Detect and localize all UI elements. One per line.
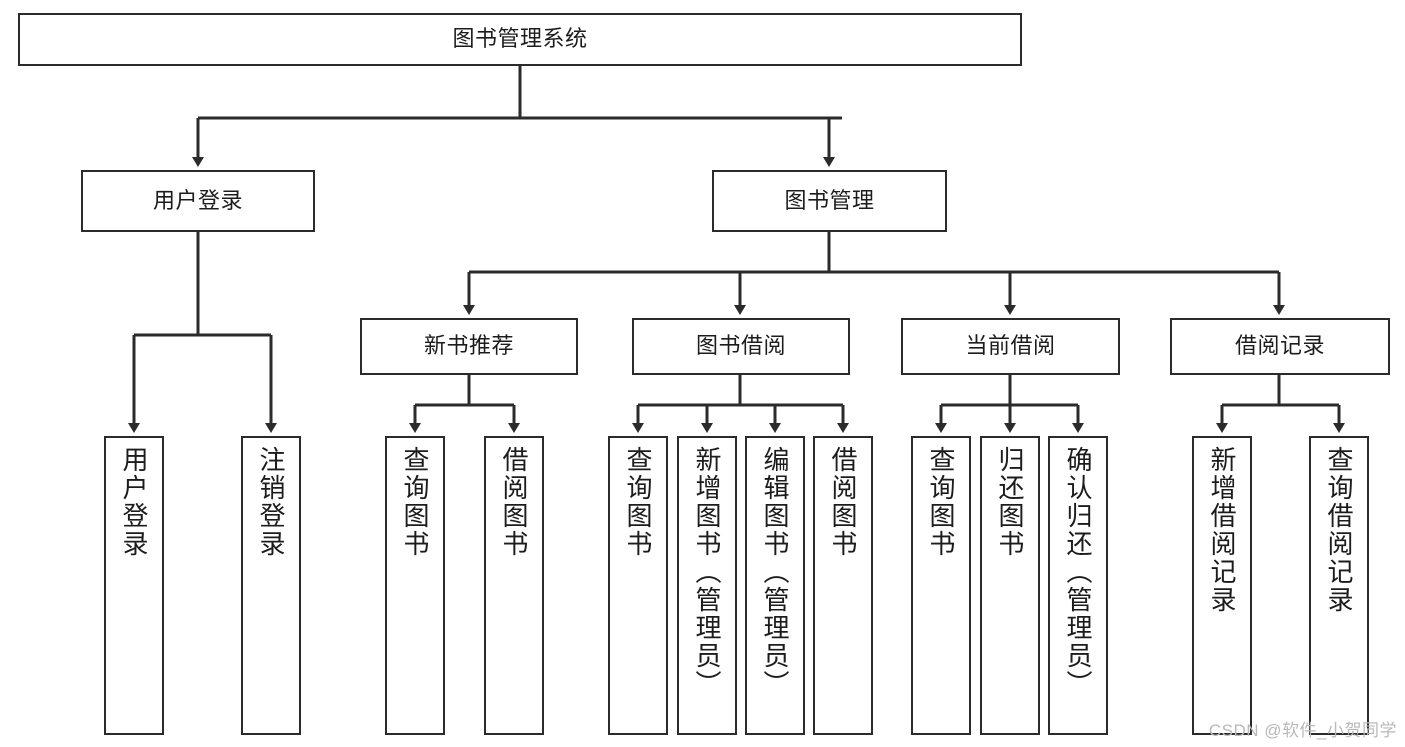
leaf-borrow-add-book[interactable]: 新增图书（管理员） — [677, 436, 737, 735]
node-user-login[interactable]: 用户登录 — [81, 170, 315, 232]
leaf-borrow-query-book[interactable]: 查询图书 — [608, 436, 668, 735]
leaf-current-confirm-return[interactable]: 确认归还（管理员） — [1048, 436, 1108, 735]
leaf-current-return-book[interactable]: 归还图书 — [980, 436, 1040, 735]
leaf-current-return-book-label: 归还图书 — [995, 446, 1025, 558]
csdn-watermark: CSDN @软件_小贺同学 — [1208, 721, 1397, 740]
leaf-new-book-borrow[interactable]: 借阅图书 — [484, 436, 544, 735]
leaf-logout-label: 注销登录 — [256, 446, 286, 558]
leaf-new-book-query-label: 查询图书 — [400, 446, 430, 558]
leaf-borrow-borrow-book-label: 借阅图书 — [828, 446, 858, 558]
leaf-record-add[interactable]: 新增借阅记录 — [1192, 436, 1252, 735]
leaf-record-add-label: 新增借阅记录 — [1207, 446, 1237, 614]
leaf-logout[interactable]: 注销登录 — [241, 436, 301, 735]
leaf-current-query-book[interactable]: 查询图书 — [911, 436, 971, 735]
node-current-borrow[interactable]: 当前借阅 — [901, 318, 1120, 375]
leaf-record-query[interactable]: 查询借阅记录 — [1309, 436, 1369, 735]
node-book-management-label: 图书管理 — [784, 187, 875, 213]
node-book-management[interactable]: 图书管理 — [712, 170, 947, 232]
leaf-new-book-borrow-label: 借阅图书 — [499, 446, 529, 558]
leaf-borrow-query-book-label: 查询图书 — [623, 446, 653, 558]
node-borrow-record-label: 借阅记录 — [1234, 333, 1325, 359]
node-root-label: 图书管理系统 — [452, 26, 588, 52]
node-new-book-recommend[interactable]: 新书推荐 — [360, 318, 578, 375]
node-new-book-recommend-label: 新书推荐 — [423, 333, 514, 359]
node-book-borrow-label: 图书借阅 — [695, 333, 786, 359]
node-root[interactable]: 图书管理系统 — [18, 13, 1022, 66]
leaf-new-book-query[interactable]: 查询图书 — [385, 436, 445, 735]
leaf-borrow-borrow-book[interactable]: 借阅图书 — [813, 436, 873, 735]
leaf-record-query-label: 查询借阅记录 — [1324, 446, 1354, 614]
leaf-borrow-edit-book-label: 编辑图书（管理员） — [760, 446, 790, 698]
node-current-borrow-label: 当前借阅 — [965, 333, 1056, 359]
leaf-borrow-edit-book[interactable]: 编辑图书（管理员） — [745, 436, 805, 735]
leaf-user-login-label: 用户登录 — [119, 446, 149, 558]
node-borrow-record[interactable]: 借阅记录 — [1170, 318, 1390, 375]
leaf-current-query-book-label: 查询图书 — [926, 446, 956, 558]
leaf-user-login[interactable]: 用户登录 — [104, 436, 164, 735]
node-user-login-label: 用户登录 — [152, 187, 243, 213]
leaf-current-confirm-return-label: 确认归还（管理员） — [1063, 446, 1093, 698]
node-book-borrow[interactable]: 图书借阅 — [632, 318, 850, 375]
leaf-borrow-add-book-label: 新增图书（管理员） — [692, 446, 722, 698]
